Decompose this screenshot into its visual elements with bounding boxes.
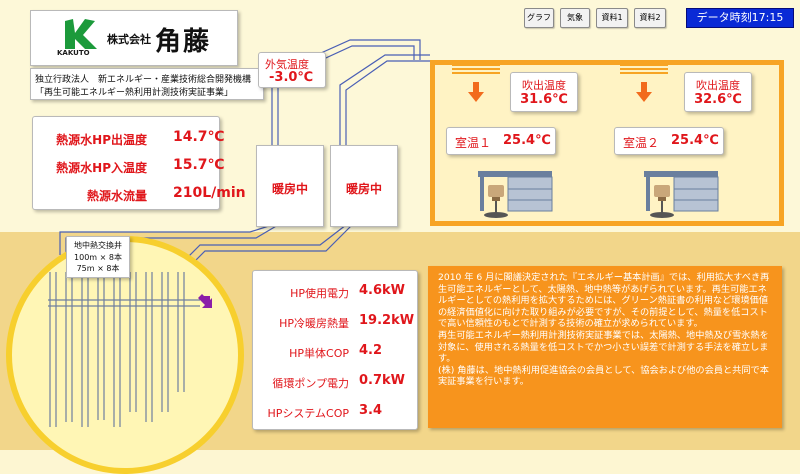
- airflow-arrow-2-icon: [636, 82, 652, 102]
- borehole-pipes-icon: [48, 272, 200, 427]
- graph-button[interactable]: グラフ: [524, 8, 554, 28]
- hp-heat-value: 19.2kW: [359, 313, 415, 328]
- outlet-temp-1-label: 吹出温度: [522, 79, 566, 92]
- outlet-temp-2-label: 吹出温度: [696, 79, 740, 92]
- ground-exchanger-title: 地中熱交換井: [74, 241, 122, 250]
- ground-exchanger-spec-2: 75m × 8本: [76, 264, 120, 273]
- room-temp-2-panel: 室温２ 25.4℃: [614, 127, 724, 155]
- pump-power-label: 循環ポンプ電力: [272, 377, 349, 390]
- heat-out-temp-label: 熱源水HP出温度: [56, 133, 147, 147]
- hp-cop-label: HP単体COP: [289, 347, 349, 360]
- hp-heat-label: HP冷暖房熱量: [279, 317, 349, 330]
- organization-line-1: 独立行政法人 新エネルギー・産業技術総合開発機構: [35, 75, 252, 85]
- outside-temp-label: 外気温度: [265, 58, 309, 71]
- organization-panel: 独立行政法人 新エネルギー・産業技術総合開発機構 「再生可能エネルギー熱利用計測…: [30, 68, 264, 100]
- data-time-display: データ時刻17:15: [686, 8, 794, 28]
- heat-out-temp-value: 14.7℃: [173, 129, 225, 145]
- heat-flow-value: 210L/min: [173, 185, 246, 201]
- heat-flow-label: 熱源水流量: [86, 189, 147, 203]
- company-name: 角藤: [155, 27, 212, 57]
- room-temp-2-label: 室温２: [623, 136, 660, 150]
- hp-power-value: 4.6kW: [359, 283, 406, 298]
- flow-direction-arrow-icon: [198, 294, 212, 308]
- outlet-temp-1-value: 31.6℃: [520, 92, 568, 107]
- outside-temp-panel: 外気温度 -3.0℃: [258, 52, 326, 88]
- company-logo-icon: [65, 19, 97, 49]
- office-desk-1-icon: [478, 171, 553, 218]
- hp-power-label: HP使用電力: [290, 287, 349, 300]
- pump-power-value: 0.7kW: [359, 373, 406, 388]
- hp-cop-value: 4.2: [359, 343, 383, 358]
- room-temp-1-label: 室温１: [455, 136, 492, 150]
- system-cop-value: 3.4: [359, 403, 383, 418]
- report2-button[interactable]: 資料2: [634, 8, 666, 28]
- ground-exchanger-spec-1: 100m × 8本: [74, 253, 122, 262]
- heat-pump-1-status: 暖房中: [271, 182, 308, 196]
- room-temp-1-value: 25.4℃: [503, 133, 551, 148]
- outlet-temp-2-panel: 吹出温度 32.6℃: [684, 72, 752, 112]
- outlet-temp-1-panel: 吹出温度 31.6℃: [510, 72, 578, 112]
- heat-source-panel: 熱源水HP出温度 14.7℃ 熱源水HP入温度 15.7℃ 熱源水流量 210L…: [32, 116, 246, 210]
- performance-panel: HP使用電力 4.6kW HP冷暖房熱量 19.2kW HP単体COP 4.2 …: [252, 270, 418, 430]
- ground-exchanger-label-panel: 地中熱交換井 100m × 8本 75m × 8本: [66, 236, 130, 278]
- organization-line-2: 「再生可能エネルギー熱利用計測技術実証事業」: [35, 88, 234, 98]
- heat-pump-2: 暖房中: [330, 145, 398, 227]
- report1-button[interactable]: 資料1: [596, 8, 628, 28]
- description-panel: 2010 年 6 月に閣議決定された『エネルギー基本計画』では、利用拡大すべき再…: [428, 266, 782, 428]
- description-text: 2010 年 6 月に閣議決定された『エネルギー基本計画』では、利用拡大すべき再…: [438, 272, 770, 388]
- logo-caption: KAKUTO: [57, 49, 90, 57]
- office-desk-2-icon: [644, 171, 719, 218]
- heat-pump-1: 暖房中: [256, 145, 324, 227]
- outlet-temp-2-value: 32.6℃: [694, 92, 742, 107]
- company-logo-panel: KAKUTO 株式会社 角藤: [30, 10, 238, 66]
- company-prefix: 株式会社: [107, 33, 151, 46]
- room-temp-1-panel: 室温１ 25.4℃: [446, 127, 556, 155]
- air-outlet-1: [452, 64, 500, 74]
- room-temp-2-value: 25.4℃: [671, 133, 719, 148]
- heat-pump-2-status: 暖房中: [345, 182, 382, 196]
- heat-in-temp-label: 熱源水HP入温度: [56, 161, 147, 175]
- weather-button[interactable]: 気象: [560, 8, 590, 28]
- heat-in-temp-value: 15.7℃: [173, 157, 225, 173]
- airflow-arrow-1-icon: [468, 82, 484, 102]
- air-outlet-2: [620, 64, 668, 74]
- system-cop-label: HPシステムCOP: [267, 407, 349, 420]
- outside-temp-value: -3.0℃: [269, 70, 314, 85]
